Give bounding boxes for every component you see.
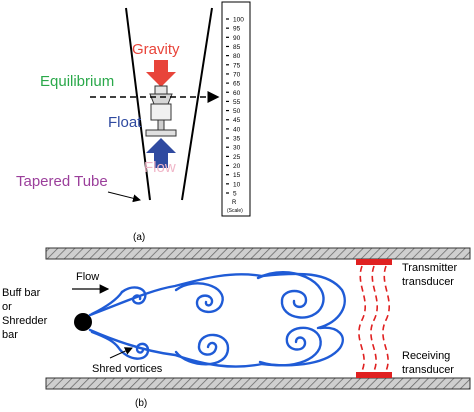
scale-tick-label: 100 bbox=[233, 17, 244, 24]
scale-tick-label: 50 bbox=[233, 108, 241, 115]
ultrasonic-signal bbox=[358, 265, 391, 372]
flow-up-arrow bbox=[146, 138, 176, 168]
vortex-tail-top bbox=[90, 290, 124, 316]
scale-tick-label: 5 bbox=[233, 191, 237, 198]
shred-vortices-label: Shred vortices bbox=[92, 363, 163, 375]
receiver-label: Receiving transducer bbox=[402, 350, 454, 376]
bluff-bar bbox=[74, 313, 92, 331]
scale-tick-label: 90 bbox=[233, 35, 241, 42]
scale-tick-label: 80 bbox=[233, 53, 241, 60]
scale-unit-label: (Scale) bbox=[227, 208, 243, 214]
pipe-top-wall bbox=[45, 247, 471, 260]
vortex-curl-1 bbox=[120, 286, 147, 305]
bluff-bar-label-line-1: Buff bar bbox=[2, 287, 41, 299]
shred-vortices-pointer bbox=[109, 347, 133, 359]
scale-tick-label: 65 bbox=[233, 81, 241, 88]
bluff-bar-label: Buff bar or Shredder bar bbox=[2, 287, 50, 341]
signal-wave-1 bbox=[358, 265, 367, 372]
scale-tick-label: 15 bbox=[233, 172, 241, 179]
receiver-label-line-2: transducer bbox=[402, 364, 454, 376]
scale-ticks: 100 95 90 85 80 75 70 65 60 55 50 45 40 35 30 25 20 15 10 5 bbox=[226, 17, 244, 198]
float-label: Float bbox=[108, 114, 142, 131]
scale-tick-label: 40 bbox=[233, 126, 241, 133]
receiving-transducer bbox=[356, 372, 392, 378]
vortex-curl-2 bbox=[116, 342, 150, 360]
receiver-label-line-1: Receiving bbox=[402, 350, 450, 362]
scale-tick-label: 75 bbox=[233, 62, 241, 69]
scale-tick-label: 70 bbox=[233, 71, 241, 78]
bluff-bar-label-line-3: Shredder bbox=[2, 315, 48, 327]
flow-label-b: Flow bbox=[76, 271, 99, 283]
scale-tick-label: 20 bbox=[233, 163, 241, 170]
vortex-curl-5 bbox=[256, 271, 325, 319]
transmitter-label-line-1: Transmitter bbox=[402, 262, 458, 274]
gravity-arrow bbox=[146, 60, 176, 87]
scale-tick-label: 35 bbox=[233, 136, 241, 143]
transmitter-label-line-2: transducer bbox=[402, 276, 454, 288]
vortex-curl-4 bbox=[174, 333, 230, 366]
scale-tick-label: 30 bbox=[233, 145, 241, 152]
float-icon bbox=[145, 85, 177, 137]
flow-label-a: Flow bbox=[144, 159, 176, 176]
scale-tick-label: 10 bbox=[233, 181, 241, 188]
panel-a-caption: (a) bbox=[133, 232, 145, 243]
scale-tick-label: 85 bbox=[233, 44, 241, 51]
vortex-street bbox=[88, 271, 346, 368]
pipe-bottom-wall bbox=[45, 377, 471, 390]
equilibrium-label: Equilibrium bbox=[40, 73, 114, 90]
vortex-tail-bottom bbox=[90, 330, 120, 349]
scale-tick-label: 55 bbox=[233, 99, 241, 106]
scale-tick-label: 60 bbox=[233, 90, 241, 97]
transmitter-label: Transmitter transducer bbox=[402, 262, 460, 288]
bluff-bar-label-line-4: bar bbox=[2, 329, 18, 341]
scale-r-label: R bbox=[232, 200, 237, 206]
scale-tick-label: 95 bbox=[233, 26, 241, 33]
tube-left-wall bbox=[125, 7, 151, 201]
gravity-label: Gravity bbox=[132, 41, 180, 58]
scale-tick-label: 45 bbox=[233, 117, 241, 124]
panel-a: Gravity Equilibrium Float Flow Tapered T… bbox=[16, 1, 251, 243]
signal-wave-3 bbox=[382, 265, 391, 372]
scale-tick-label: 25 bbox=[233, 154, 241, 161]
signal-wave-2 bbox=[370, 265, 379, 372]
transmitter-transducer bbox=[356, 259, 392, 265]
tapered-tube-label: Tapered Tube bbox=[16, 173, 108, 190]
vortex-curl-3 bbox=[174, 282, 224, 314]
tube-right-wall bbox=[181, 7, 213, 201]
vortex-curl-6 bbox=[258, 326, 322, 367]
tapered-tube-pointer bbox=[107, 191, 141, 203]
panel-b: Buff bar or Shredder bar Flow Shred vort… bbox=[2, 247, 471, 409]
bluff-bar-label-line-2: or bbox=[2, 301, 12, 313]
panel-b-caption: (b) bbox=[135, 398, 147, 409]
